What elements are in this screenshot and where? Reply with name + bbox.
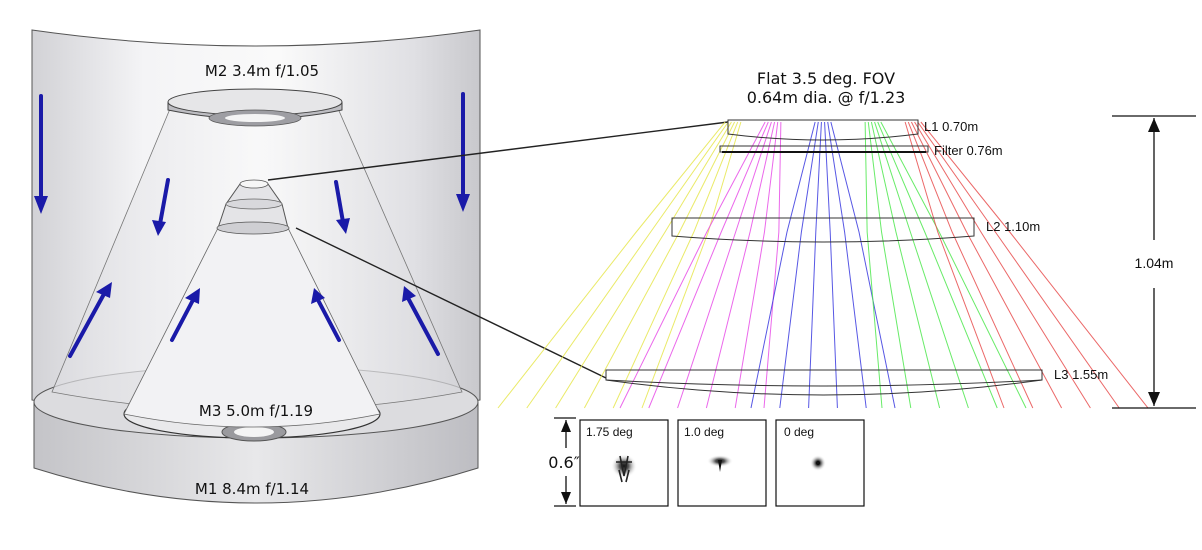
ray-line: [734, 121, 779, 409]
ray-line: [874, 121, 969, 409]
ray-line: [830, 121, 896, 409]
ray-line: [555, 121, 732, 409]
ray-line: [827, 121, 867, 409]
ray-line: [705, 121, 776, 409]
arrow-down-icon: [334, 180, 350, 234]
lens-l3: [605, 369, 1043, 387]
lens-l2: [671, 217, 975, 243]
spot-panel-label: 1.75 deg: [586, 425, 633, 439]
l1-label: L1 0.70m: [924, 119, 978, 134]
focal-plane: [605, 379, 1043, 396]
arrow-down-icon: [1148, 392, 1160, 406]
m2-hole-light: [225, 114, 285, 122]
camera-bottom: [216, 221, 290, 235]
arrow-up-icon: [561, 420, 571, 432]
m3-label: M3 5.0m f/1.19: [199, 402, 313, 420]
m1-label: M1 8.4m f/1.14: [195, 480, 309, 498]
arrow-up-icon: [68, 282, 112, 358]
spot-pattern: [707, 455, 733, 472]
camera-mid: [225, 198, 283, 210]
ray-line: [877, 121, 998, 409]
spot-panel-label: 1.0 deg: [684, 425, 724, 439]
ray-line: [612, 121, 739, 409]
l3-label: L3 1.55m: [1054, 367, 1108, 382]
ray-line: [648, 121, 769, 409]
ray-line: [914, 121, 1091, 409]
fov-title: Flat 3.5 deg. FOV: [757, 69, 895, 88]
spot-panel: 1.0 deg: [677, 419, 767, 507]
ray-line: [920, 121, 1149, 409]
camera-top: [239, 179, 269, 189]
spot-panel-label: 0 deg: [784, 425, 814, 439]
ray-line: [641, 121, 742, 409]
spot-scale-label: 0.6″: [548, 453, 579, 472]
spot-pattern: [810, 455, 826, 471]
inner-light-cone: [123, 227, 381, 428]
ray-line: [779, 121, 819, 409]
ray-line: [880, 121, 1027, 409]
height-label: 1.04m: [1135, 255, 1174, 271]
ray-line: [910, 121, 1063, 409]
ray-line: [907, 121, 1034, 409]
arrow-up-icon: [170, 288, 200, 342]
arrow-down-icon: [34, 94, 48, 214]
ray-line: [867, 121, 912, 409]
arrow-up-icon: [1148, 118, 1160, 132]
lens-l1: [727, 119, 919, 141]
l2-label: L2 1.10m: [986, 219, 1040, 234]
spot-diagrams: 0.6″ 1.75 deg 1.0 deg 0 deg: [548, 417, 865, 507]
central-hole-light: [234, 427, 274, 437]
arrow-up-icon: [402, 286, 440, 356]
ray-line: [526, 121, 729, 409]
ray-line: [677, 121, 772, 409]
m2-label: M2 3.4m f/1.05: [205, 62, 319, 80]
ray-line: [904, 121, 1005, 409]
ray-line: [917, 121, 1120, 409]
arrow-down-icon: [561, 492, 571, 504]
arrow-down-icon: [152, 178, 170, 236]
ray-fans: [497, 121, 1149, 409]
ray-line: [497, 121, 726, 409]
filter-label: Filter 0.76m: [934, 143, 1003, 158]
spot-panel: 1.75 deg: [579, 419, 669, 507]
zoom-connector-lines: [267, 121, 729, 379]
height-dimension: [1112, 115, 1196, 409]
ray-line: [864, 121, 883, 409]
spot-scale: [554, 417, 576, 507]
ray-line: [870, 121, 941, 409]
telescope-illustration: M2 3.4m f/1.05 M3 5.0m f/1.19 M1 8.4m f/…: [31, 29, 481, 504]
camera-optics: Flat 3.5 deg. FOV 0.64m dia. @ f/1.23 L1…: [497, 69, 1196, 409]
ray-line: [619, 121, 766, 409]
light-path-arrows: [34, 92, 470, 358]
ray-line: [763, 121, 782, 409]
ray-line: [824, 121, 838, 409]
ray-line: [808, 121, 822, 409]
fov-subtitle: 0.64m dia. @ f/1.23: [747, 88, 906, 107]
ray-line: [583, 121, 736, 409]
ray-line: [750, 121, 816, 409]
arrow-down-icon: [456, 92, 470, 212]
arrow-up-icon: [311, 288, 341, 342]
spot-pattern: [611, 454, 637, 483]
spot-panel: 0 deg: [775, 419, 865, 507]
